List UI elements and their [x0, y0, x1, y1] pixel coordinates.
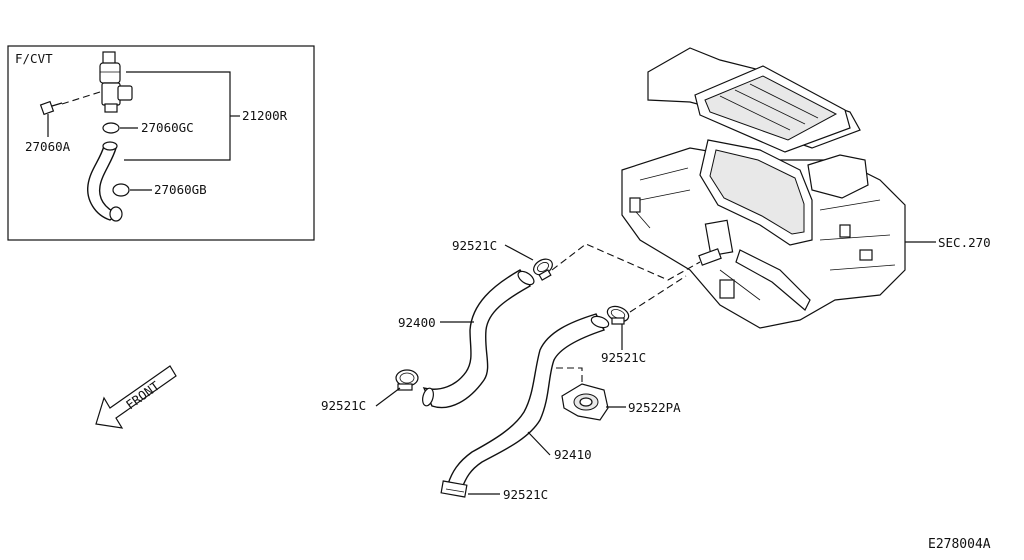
clamp-27060gb-part	[112, 183, 130, 197]
label-92521c-upper: 92521C	[452, 238, 497, 253]
inset-frame	[7, 45, 315, 241]
label-21200r: 21200R	[242, 108, 288, 123]
assembly-dash-lower	[629, 275, 687, 313]
label-92400: 92400	[398, 315, 436, 330]
water-valve-part	[99, 51, 133, 113]
assembly-dash-bracket	[556, 367, 583, 390]
label-27060a: 27060A	[25, 139, 71, 154]
heater-unit-part	[621, 47, 906, 329]
label-92410: 92410	[554, 447, 592, 462]
cvt-inset: F/CVT 27060A 27060GC 21200R	[7, 45, 315, 241]
clamp-upper-leader	[504, 244, 534, 261]
front-arrow-icon	[95, 365, 177, 429]
label-92522pa: 92522PA	[628, 400, 681, 415]
label-92521c-right: 92521C	[601, 350, 646, 365]
label-92521c-lower: 92521C	[321, 398, 366, 413]
figure-code: E278004A	[928, 537, 991, 552]
hose-92400-part	[422, 269, 531, 409]
clamp-92521c-upper-part	[533, 258, 553, 281]
inset-title: F/CVT	[15, 51, 53, 66]
bleeder-screw-part	[39, 100, 63, 116]
bleeder-dash	[61, 91, 101, 105]
label-27060gc: 27060GC	[141, 120, 194, 135]
front-direction-label: FRONT	[123, 378, 163, 413]
label-27060gb: 27060GB	[154, 182, 207, 197]
clamp-27060gc-part	[102, 122, 120, 134]
label-sec270: SEC.270	[938, 235, 991, 250]
clamp-92521c-lower-part	[395, 369, 419, 391]
clamp-92521c-right-part	[606, 305, 630, 325]
label-92521c-bottom: 92521C	[503, 487, 548, 502]
bracket-92522pa-part	[561, 383, 609, 421]
hose-92410-leader	[527, 431, 551, 456]
clamp-92521c-bottom-part	[440, 480, 468, 498]
clamp-lower-leader	[375, 387, 401, 407]
